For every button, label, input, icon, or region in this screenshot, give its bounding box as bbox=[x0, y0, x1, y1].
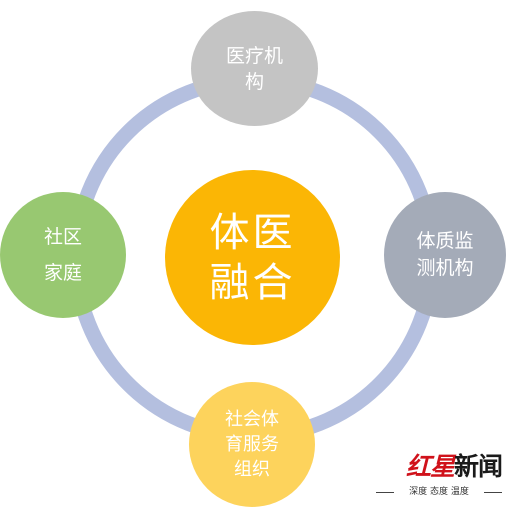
node-social-sports-line-3: 组织 bbox=[234, 459, 270, 480]
node-fitness-monitoring-institutions: 体质监 测机构 bbox=[384, 192, 506, 318]
watermark-logo: 红星新闻 深度 态度 温度 bbox=[376, 451, 503, 499]
center-node-line-1: 体医 bbox=[209, 209, 296, 256]
center-node-line-2: 融合 bbox=[209, 259, 296, 306]
node-community-family-line-2: 家庭 bbox=[43, 262, 82, 284]
node-fitness-monitoring-line-2: 测机构 bbox=[416, 257, 474, 279]
center-node-sports-medicine-integration: 体医 融合 bbox=[165, 170, 340, 345]
watermark-brand-dark: 新闻 bbox=[453, 452, 503, 481]
node-fitness-monitoring-line-1: 体质监 bbox=[416, 230, 474, 252]
node-community-family: 社区 家庭 bbox=[0, 192, 126, 318]
watermark-brand-red: 红星 bbox=[405, 452, 455, 481]
node-social-sports-service-organizations: 社会体 育服务 组织 bbox=[189, 382, 315, 507]
node-social-sports-line-1: 社会体 bbox=[225, 409, 279, 430]
watermark-rule-left bbox=[376, 492, 394, 493]
watermark-brand: 红星新闻 bbox=[405, 451, 503, 483]
node-medical-institutions-line-1: 医疗机 bbox=[225, 44, 283, 67]
watermark-rule-right bbox=[484, 492, 502, 493]
node-medical-institutions-line-2: 构 bbox=[244, 70, 264, 93]
node-medical-institutions: 医疗机 构 bbox=[191, 11, 318, 126]
node-community-family-line-1: 社区 bbox=[43, 226, 82, 248]
node-social-sports-line-2: 育服务 bbox=[225, 434, 279, 455]
watermark-slogan: 深度 态度 温度 bbox=[409, 487, 469, 497]
